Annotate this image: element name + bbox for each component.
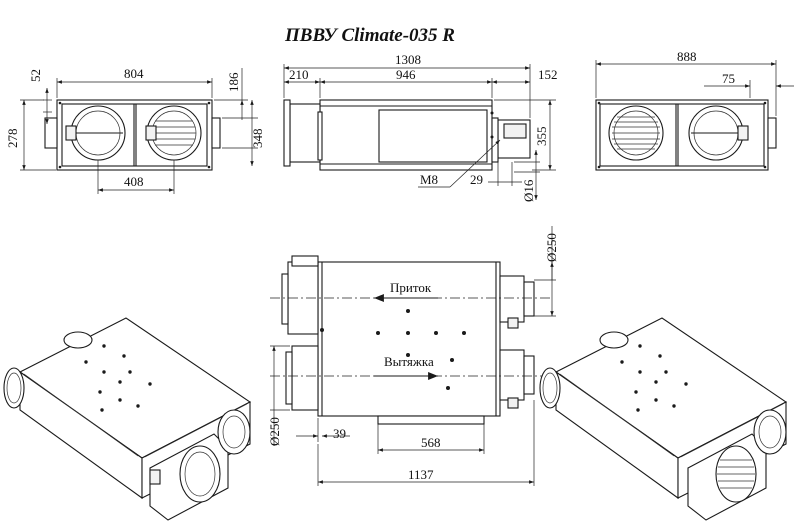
dim-rear-width: 888 bbox=[677, 49, 697, 64]
dim-side-height: 355 bbox=[534, 127, 549, 147]
dim-mount-spacing: 568 bbox=[421, 435, 441, 450]
dim-rear-offset: 75 bbox=[722, 71, 735, 86]
label-thread-m8: M8 bbox=[420, 172, 438, 187]
dim-side-overall-length: 1308 bbox=[395, 52, 421, 67]
dim-top-body-length: 1137 bbox=[408, 467, 434, 482]
dim-side-body-length: 946 bbox=[396, 67, 416, 82]
rear-left-duct-circle bbox=[608, 105, 664, 161]
dim-drain-diameter: Ø16 bbox=[521, 179, 536, 202]
mounting-holes bbox=[320, 309, 466, 390]
label-supply: Приток bbox=[390, 280, 432, 295]
dim-spigot-offset: 39 bbox=[333, 426, 346, 441]
dim-front-width: 804 bbox=[124, 66, 144, 81]
dim-top-duct-diameter: Ø250 bbox=[544, 233, 559, 262]
rear-view: 888 75 bbox=[595, 49, 794, 171]
top-view: Приток Вытяжка Ø250 Ø250 39 bbox=[267, 226, 559, 486]
dim-front-right-offset: 348 bbox=[250, 129, 265, 149]
dim-bottom-duct-diameter: Ø250 bbox=[267, 417, 282, 446]
top-view-body bbox=[317, 261, 501, 417]
dim-side-right-spigot: 152 bbox=[538, 67, 558, 82]
isometric-view-right bbox=[539, 317, 788, 521]
dim-front-left-offset: 52 bbox=[28, 69, 43, 82]
dim-bracket-offset: 29 bbox=[470, 172, 483, 187]
front-view: 804 52 278 186 348 408 bbox=[5, 66, 265, 194]
dim-front-right-height: 186 bbox=[226, 72, 241, 92]
dim-front-duct-spacing: 408 bbox=[124, 174, 144, 189]
dim-side-left-spigot: 210 bbox=[289, 67, 309, 82]
side-view: 1308 210 946 152 355 M8 29 Ø16 bbox=[283, 52, 558, 202]
side-view-body bbox=[319, 99, 493, 171]
drawing-title: ПВВУ Climate-035 R bbox=[284, 25, 455, 46]
label-exhaust: Вытяжка bbox=[384, 354, 434, 369]
isometric-view-left bbox=[3, 317, 252, 521]
dim-front-height: 278 bbox=[5, 129, 20, 149]
